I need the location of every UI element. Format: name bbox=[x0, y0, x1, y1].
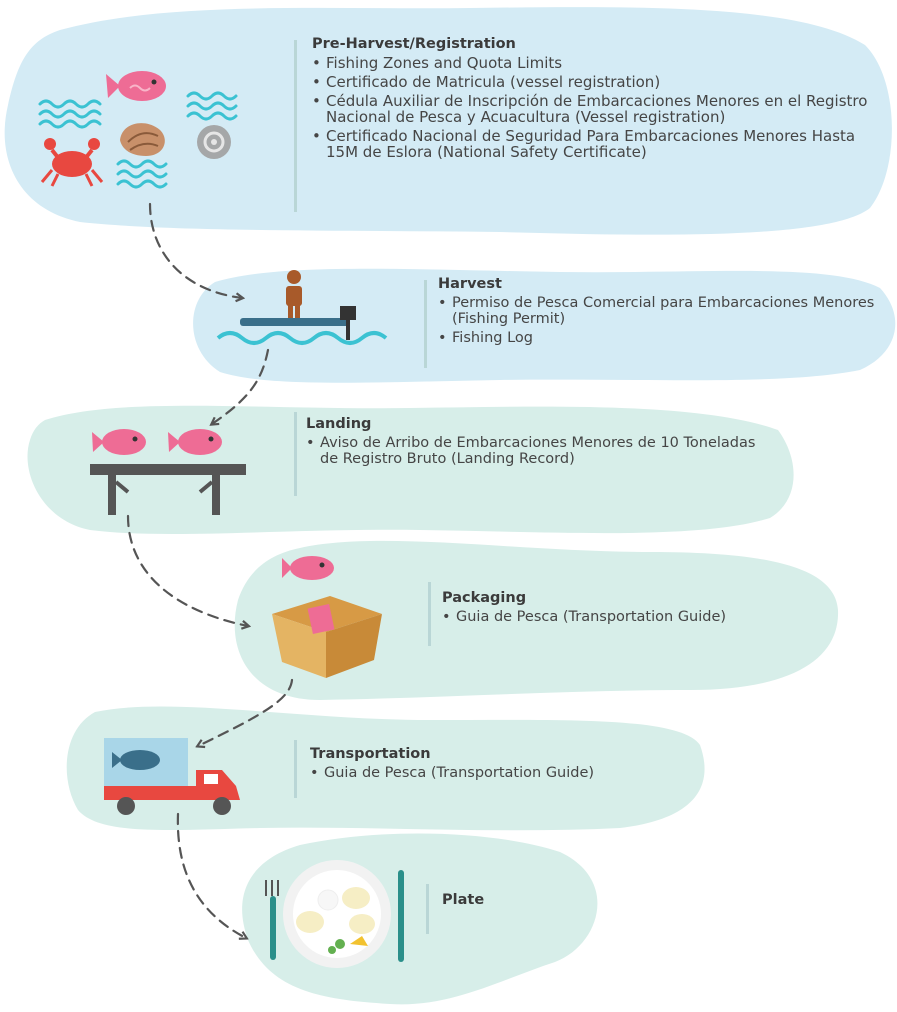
requirement-list: Guia de Pesca (Transportation Guide) bbox=[442, 609, 834, 625]
list-item: Permiso de Pesca Comercial para Embarcac… bbox=[438, 295, 894, 327]
list-item: Cédula Auxiliar de Inscripción de Embarc… bbox=[312, 93, 872, 125]
stage-title: Packaging bbox=[442, 590, 527, 606]
requirement-list: Permiso de Pesca Comercial para Embarcac… bbox=[438, 295, 894, 346]
list-item: Certificado Nacional de Seguridad Para E… bbox=[312, 128, 872, 160]
stage-harvest: Harvest Permiso de Pesca Comercial para … bbox=[438, 276, 894, 349]
plate-icon bbox=[265, 860, 404, 968]
stage-title: Harvest bbox=[438, 276, 502, 292]
list-item: Guia de Pesca (Transportation Guide) bbox=[310, 765, 700, 781]
fish-dock-icon bbox=[90, 429, 246, 515]
stage-title: Transportation bbox=[310, 746, 431, 762]
flow-arrows bbox=[126, 202, 294, 938]
list-item: Aviso de Arribo de Embarcaciones Menores… bbox=[306, 435, 776, 467]
fish-box-icon bbox=[272, 556, 382, 678]
requirement-list: Guia de Pesca (Transportation Guide) bbox=[310, 765, 700, 781]
stage-pre-harvest: Pre-Harvest/Registration Fishing Zones a… bbox=[312, 36, 872, 163]
fish-icon bbox=[106, 71, 166, 101]
waves-icon bbox=[38, 91, 238, 189]
fisherman-boat-icon bbox=[216, 270, 388, 345]
list-item: Fishing Zones and Quota Limits bbox=[312, 55, 872, 71]
stage-title: Landing bbox=[306, 416, 372, 432]
fish-truck-icon bbox=[104, 738, 240, 815]
shell-icon bbox=[120, 123, 165, 156]
stage-transportation: Transportation Guia de Pesca (Transporta… bbox=[310, 746, 700, 784]
snail-icon bbox=[197, 125, 231, 159]
list-item: Guia de Pesca (Transportation Guide) bbox=[442, 609, 834, 625]
stage-title: Plate bbox=[442, 892, 485, 908]
stage-plate: Plate bbox=[442, 892, 582, 911]
stage-landing: Landing Aviso de Arribo de Embarcaciones… bbox=[306, 416, 776, 470]
list-item: Fishing Log bbox=[438, 330, 894, 346]
requirement-list: Fishing Zones and Quota Limits Certifica… bbox=[312, 55, 872, 160]
list-item: Certificado de Matricula (vessel registr… bbox=[312, 74, 872, 90]
stage-title: Pre-Harvest/Registration bbox=[312, 36, 516, 52]
crab-icon bbox=[40, 138, 104, 187]
requirement-list: Aviso de Arribo de Embarcaciones Menores… bbox=[306, 435, 776, 467]
stage-packaging: Packaging Guia de Pesca (Transportation … bbox=[442, 590, 834, 628]
